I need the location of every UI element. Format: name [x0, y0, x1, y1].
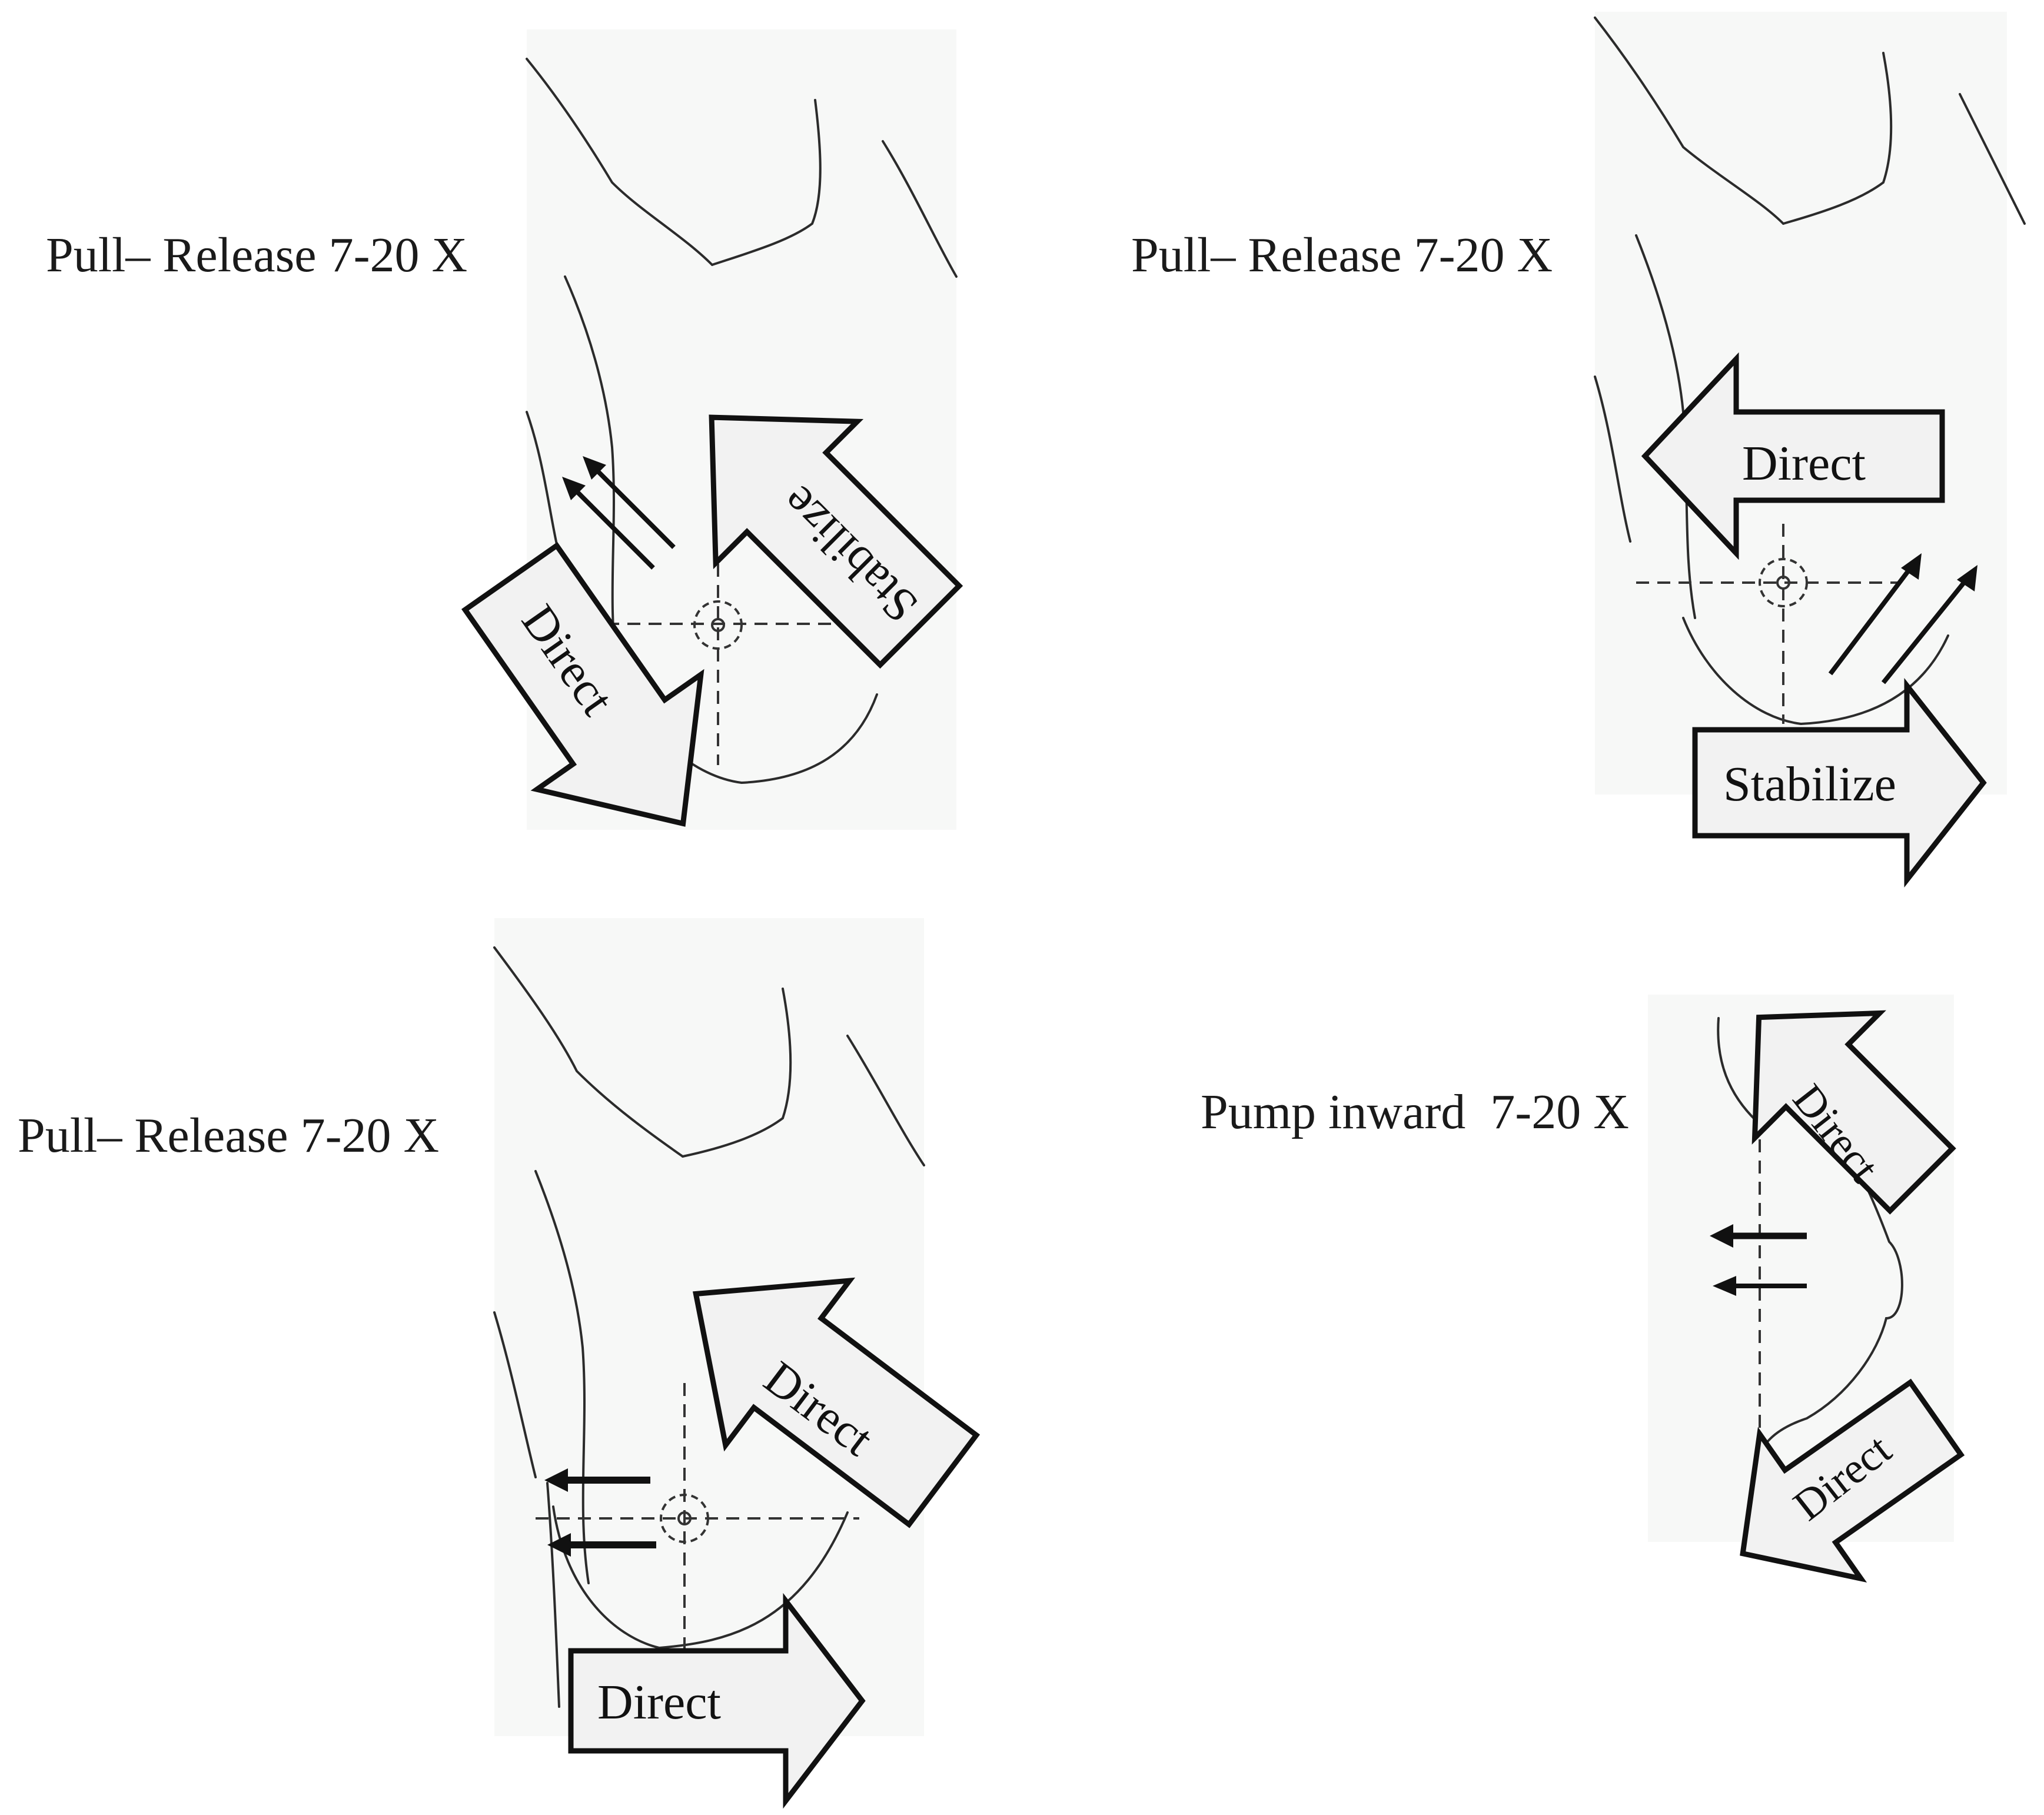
nipple-target-icon: [1759, 558, 1808, 607]
direct-arrow-shape: [1751, 1010, 1956, 1215]
nipple-center-icon: [711, 618, 725, 632]
direct-arrow-shape: [461, 541, 704, 827]
motion-arrow-line: [1828, 563, 1915, 676]
breast-outline: [552, 1505, 849, 1650]
side-outline: [1594, 375, 1631, 543]
direct-arrow: [1641, 352, 1945, 560]
caption-top-left: Pull– Release 7-20 X: [46, 228, 468, 282]
direct-arrow-lower: [1740, 1378, 1965, 1583]
panel-background: [1595, 12, 2007, 795]
motion-arrow-head-icon: [1710, 1224, 1733, 1248]
shoulder-outline: [1594, 16, 1784, 225]
motion-arrows: [1828, 553, 1977, 684]
direct-arrow-upper: [1751, 1010, 1956, 1215]
shoulder-outline: [493, 946, 684, 1158]
lower-torso-outline: [546, 1482, 560, 1708]
arm-outline: [846, 1035, 925, 1166]
neck-outline: [1782, 52, 1893, 225]
shoulder-outline: [526, 58, 713, 266]
nipple-target-icon: [660, 1494, 709, 1543]
neck-outline: [711, 99, 822, 266]
motion-arrows: [562, 456, 676, 570]
motion-arrow-head-icon: [1713, 1276, 1736, 1296]
panel-top-right: Direct Stabilize: [1594, 12, 2026, 887]
direct-arrow-upper: [693, 1277, 981, 1528]
motion-arrow-line: [590, 463, 676, 549]
motion-arrow-line: [1881, 575, 1971, 684]
stabilize-arrow: [1692, 678, 1987, 887]
stabilize-arrow-shape: [709, 414, 963, 669]
motion-arrows: [1710, 1224, 1807, 1296]
shoulder-outline: [1717, 1017, 1761, 1125]
arm-outline: [1959, 93, 2026, 225]
motion-arrows: [544, 1468, 656, 1557]
direct-arrow-shape: [568, 1593, 866, 1809]
motion-arrow-head-icon: [1957, 565, 1977, 591]
motion-arrow-head-icon: [547, 1533, 571, 1557]
panel-bottom-left: Direct Direct: [493, 918, 981, 1809]
motion-arrow-line: [569, 484, 655, 570]
nipple-center-icon: [1776, 576, 1790, 590]
direct-arrow: Direct: [461, 541, 704, 827]
torso-outline: [564, 275, 619, 678]
arm-outline: [882, 140, 958, 278]
direct-arrow-shape: [1641, 352, 1945, 560]
stabilize-arrow-label: Stabilize: [1723, 757, 1896, 812]
panel-top-left: Stabilize Direct: [461, 29, 963, 830]
motion-arrow-head-icon: [562, 477, 586, 500]
direct-arrow-shape: [1740, 1378, 1965, 1583]
motion-arrow-head-icon: [583, 456, 606, 480]
direct-arrow-shape: [693, 1277, 981, 1528]
caption-bottom-right: Pump inward 7-20 X: [1201, 1085, 1629, 1139]
motion-arrow-head-icon: [544, 1468, 568, 1492]
neck-outline: [682, 988, 792, 1158]
caption-bottom-left: Pull– Release 7-20 X: [18, 1108, 440, 1163]
motion-arrow-head-icon: [1901, 553, 1922, 580]
breast-outline: [1682, 617, 1949, 726]
stabilize-arrow-shape: [1692, 678, 1987, 887]
panel-bottom-right: Direct Direct: [1648, 995, 1965, 1583]
direct-arrow-label-lower: Direct: [597, 1675, 721, 1730]
caption-top-right: Pull– Release 7-20 X: [1131, 228, 1553, 282]
direct-arrow-label: Direct: [1742, 436, 1866, 491]
nipple-target-icon: [693, 600, 743, 650]
torso-outline: [534, 1170, 590, 1584]
side-outline: [493, 1311, 537, 1478]
nipple-center-icon: [677, 1511, 692, 1525]
direct-arrow-lower: [568, 1593, 866, 1809]
